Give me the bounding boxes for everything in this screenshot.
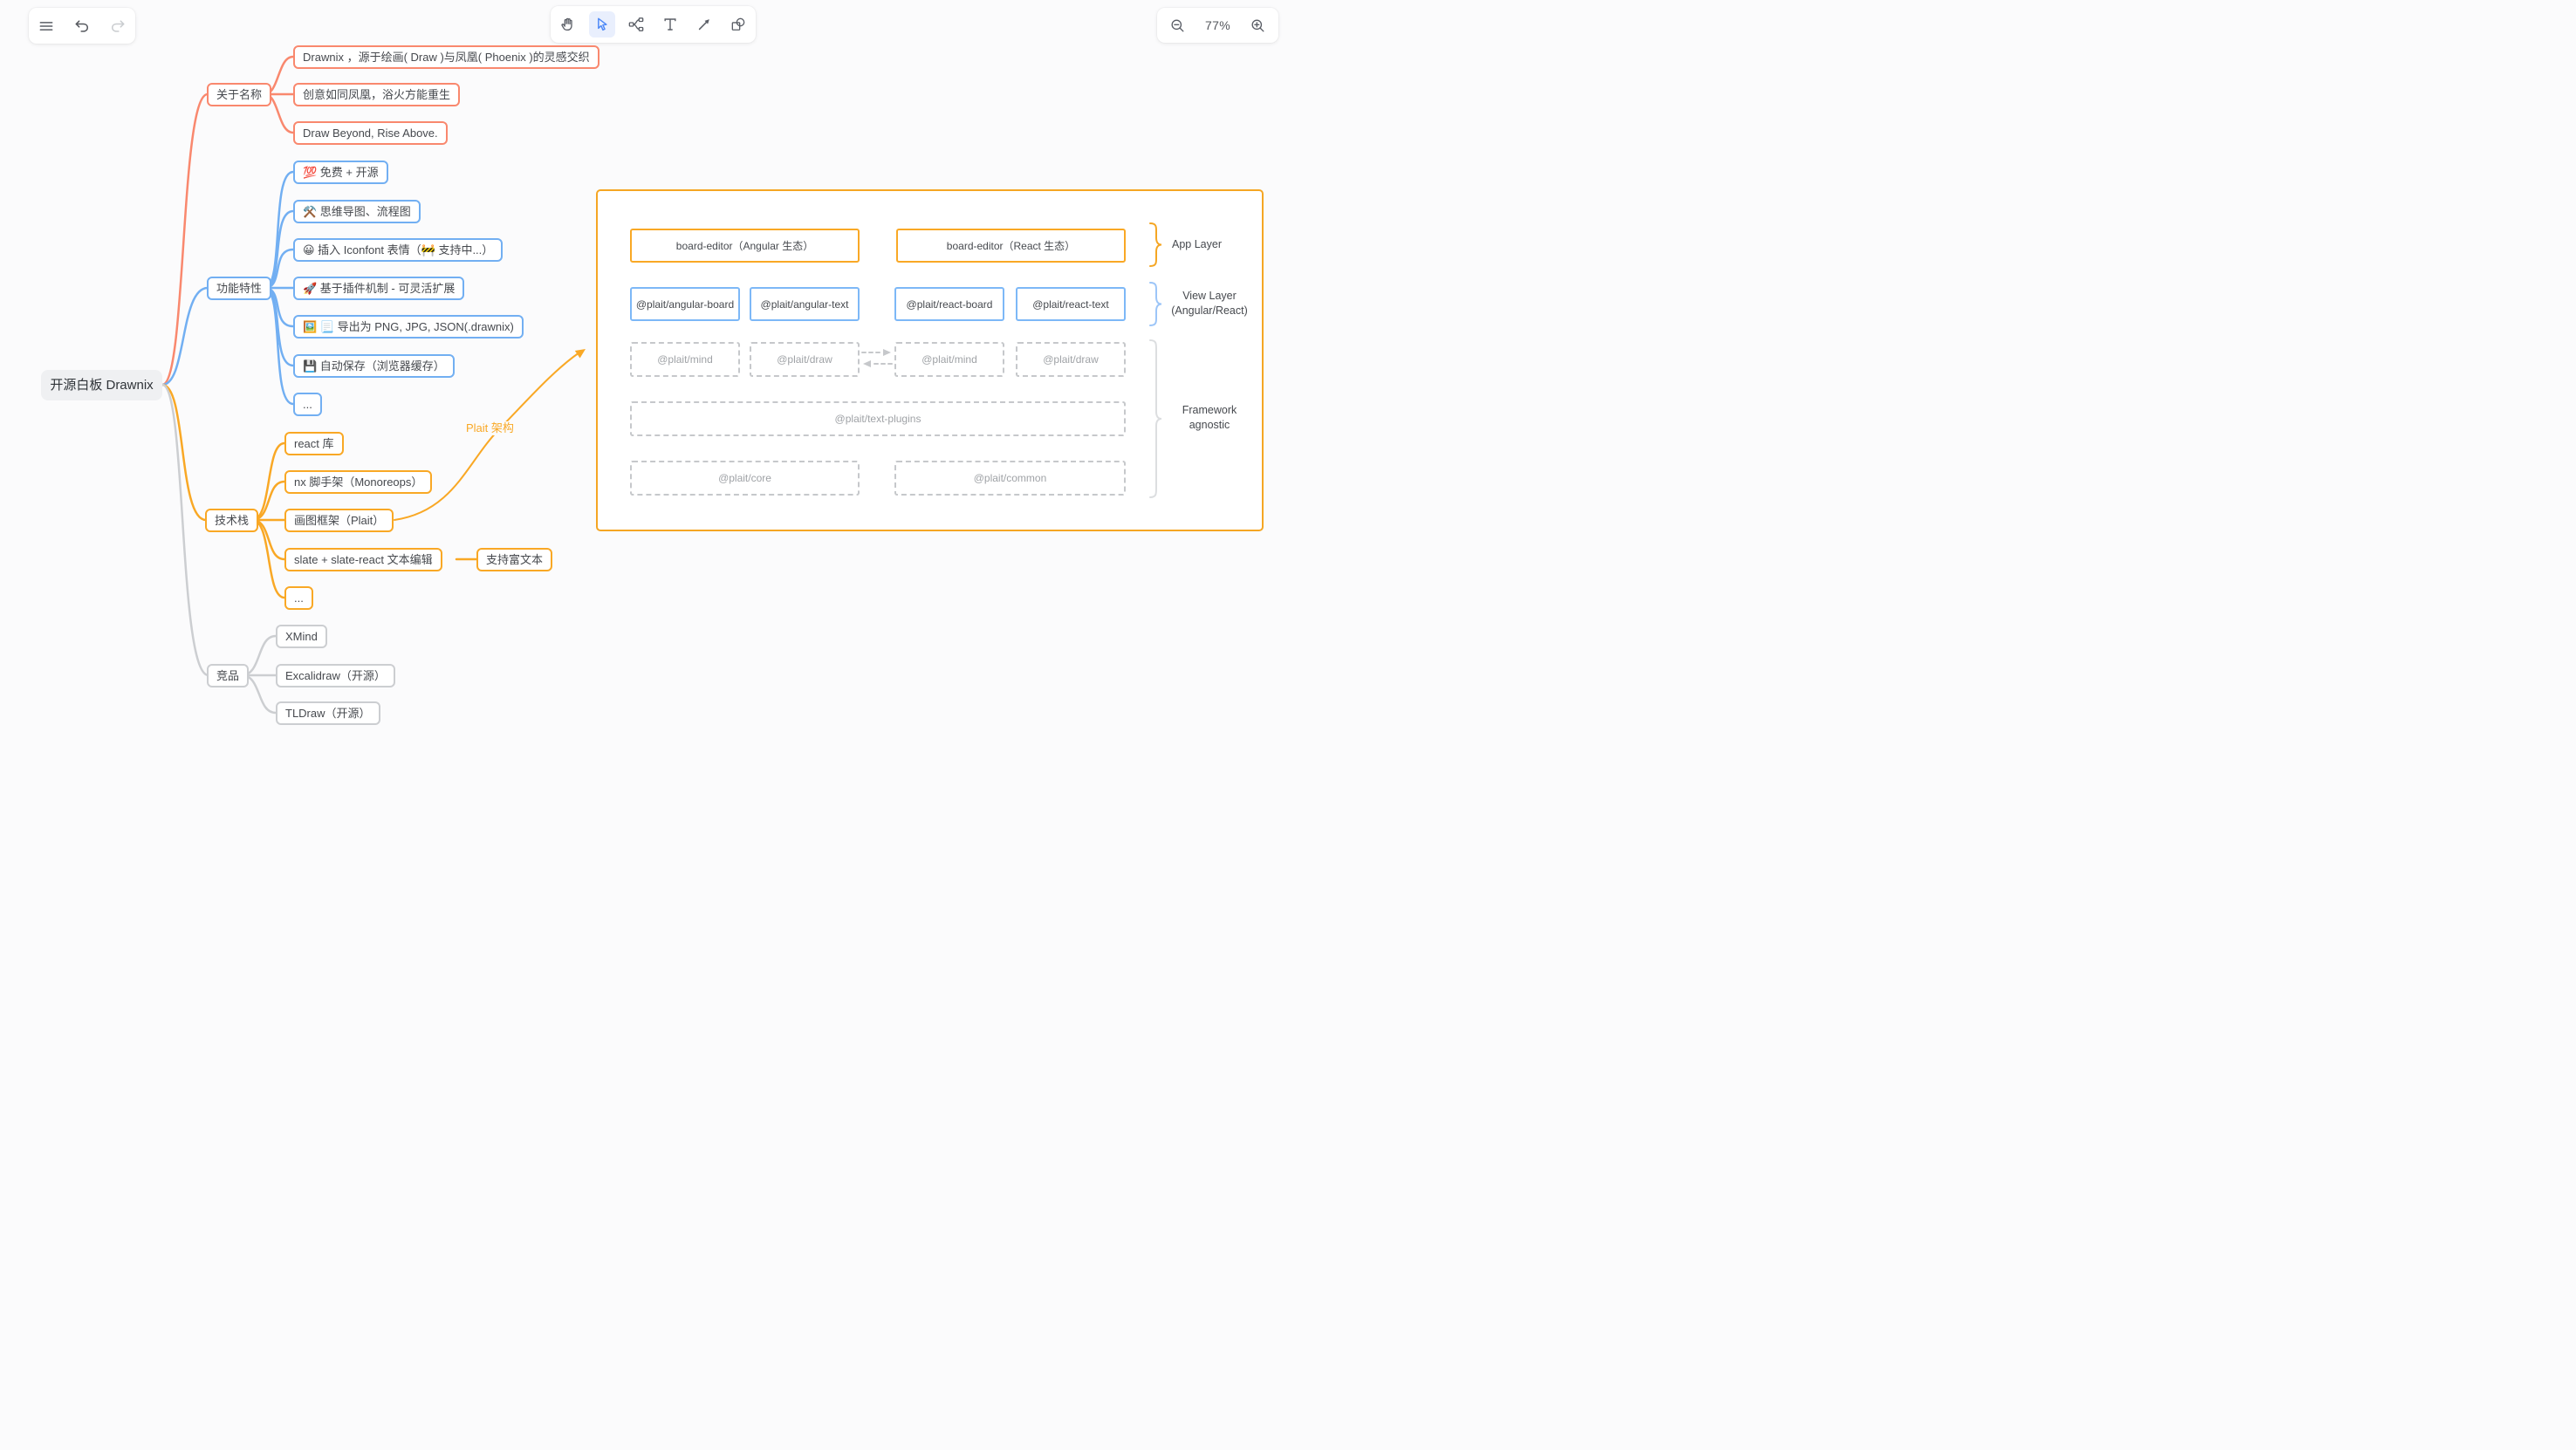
arch-box-plait-common[interactable]: @plait/common <box>894 461 1126 496</box>
mindmap-node[interactable]: Draw Beyond, Rise Above. <box>293 121 448 145</box>
mindmap-node[interactable]: nx 脚手架（Monoreops） <box>284 470 433 494</box>
mindmap-node[interactable]: 支持富文本 <box>476 548 553 571</box>
mindmap-branch-features[interactable]: 功能特性 <box>207 277 272 300</box>
mindmap-node[interactable]: react 库 <box>284 432 344 455</box>
arch-box-angular-text[interactable]: @plait/angular-text <box>750 287 860 321</box>
arrow-icon <box>695 16 713 33</box>
zoom-in-button[interactable] <box>1245 12 1271 38</box>
zoom-out-icon <box>1169 17 1186 34</box>
drawing-toolbar <box>551 6 756 43</box>
mind-tool-button[interactable] <box>623 11 649 38</box>
architecture-container[interactable]: board-editor（Angular 生态） board-editor（Re… <box>596 189 1264 531</box>
zoom-in-icon <box>1250 17 1266 34</box>
annotation-arrowhead <box>574 349 586 359</box>
mindmap-node[interactable]: slate + slate-react 文本编辑 <box>284 548 442 571</box>
drawnix-canvas[interactable]: { "header": { "zoom": { "out_icon": "zoo… <box>0 0 1288 725</box>
arch-box-plait-mind-2[interactable]: @plait/mind <box>894 342 1004 377</box>
app-layer-label: App Layer <box>1172 238 1222 250</box>
shape-tool-button[interactable] <box>725 11 751 38</box>
mindmap-node[interactable]: 💯 免费 + 开源 <box>293 161 388 184</box>
arch-box-plait-mind-1[interactable]: @plait/mind <box>630 342 740 377</box>
zoom-toolbar: 77% <box>1157 8 1278 43</box>
arch-box-angular-board[interactable]: @plait/angular-board <box>630 287 740 321</box>
arch-box-react-board[interactable]: @plait/react-board <box>894 287 1004 321</box>
undo-button[interactable] <box>69 13 95 39</box>
framework-label-line2: agnostic <box>1189 419 1230 431</box>
main-menu-toolbar <box>29 8 135 44</box>
hand-tool-button[interactable] <box>555 11 581 38</box>
arch-box-board-editor-angular[interactable]: board-editor（Angular 生态） <box>630 229 860 263</box>
mindmap-node[interactable]: 💾 自动保存（浏览器缓存） <box>293 354 455 378</box>
framework-label-line1: Framework <box>1182 404 1237 416</box>
text-tool-button[interactable] <box>657 11 683 38</box>
mindmap-node[interactable]: 😀 插入 Iconfont 表情（🚧 支持中...） <box>293 238 504 262</box>
arch-box-react-text[interactable]: @plait/react-text <box>1016 287 1126 321</box>
hand-icon <box>559 16 577 33</box>
mindmap-node[interactable]: XMind <box>276 625 327 648</box>
arch-box-plait-draw-1[interactable]: @plait/draw <box>750 342 860 377</box>
arch-box-board-editor-react[interactable]: board-editor（React 生态） <box>896 229 1126 263</box>
plait-architecture-annotation[interactable]: Plait 架构 <box>463 421 517 435</box>
redo-icon <box>109 17 127 35</box>
menu-button[interactable] <box>33 13 59 39</box>
undo-icon <box>73 17 91 35</box>
redo-button[interactable] <box>105 13 131 39</box>
mindmap-node-plait[interactable]: 画图框架（Plait） <box>284 509 394 532</box>
hamburger-icon <box>38 17 55 35</box>
framework-agnostic-label: Framework agnostic <box>1169 403 1250 433</box>
mindmap-branch-tech-stack[interactable]: 技术栈 <box>205 509 259 532</box>
zoom-level[interactable]: 77% <box>1205 18 1230 32</box>
mindmap-node[interactable]: ... <box>284 586 313 610</box>
cursor-icon <box>593 16 611 33</box>
view-layer-label: View Layer (Angular/React) <box>1163 289 1256 318</box>
selection-tool-button[interactable] <box>588 11 615 38</box>
shapes-icon <box>730 16 747 33</box>
mindmap-node[interactable]: 🖼️ 📃 导出为 PNG, JPG, JSON(.drawnix) <box>293 315 524 339</box>
mind-map-icon <box>627 16 645 33</box>
mindmap-branch-about-name[interactable]: 关于名称 <box>207 83 272 106</box>
view-layer-label-line2: (Angular/React) <box>1171 304 1248 317</box>
mindmap-node[interactable]: 🚀 基于插件机制 - 可灵活扩展 <box>293 277 465 300</box>
mindmap-node[interactable]: Excalidraw（开源） <box>276 664 395 687</box>
zoom-out-button[interactable] <box>1164 12 1190 38</box>
arch-box-text-plugins[interactable]: @plait/text-plugins <box>630 401 1126 436</box>
mindmap-node[interactable]: ... <box>293 393 322 416</box>
mindmap-branch-competitors[interactable]: 竞品 <box>207 664 250 687</box>
arrow-tool-button[interactable] <box>691 11 717 38</box>
text-icon <box>661 16 679 33</box>
arch-box-plait-core[interactable]: @plait/core <box>630 461 860 496</box>
mindmap-node[interactable]: Drawnix ，源于绘画( Draw )与凤凰( Phoenix )的灵感交织 <box>293 45 599 69</box>
mindmap-root-node[interactable]: 开源白板 Drawnix <box>41 370 162 400</box>
view-layer-label-line1: View Layer <box>1182 290 1237 302</box>
arch-box-plait-draw-2[interactable]: @plait/draw <box>1016 342 1126 377</box>
mindmap-node[interactable]: TLDraw（开源） <box>276 701 380 725</box>
mindmap-node[interactable]: ⚒️ 思维导图、流程图 <box>293 200 421 223</box>
mindmap-node[interactable]: 创意如同凤凰，浴火方能重生 <box>293 83 461 106</box>
